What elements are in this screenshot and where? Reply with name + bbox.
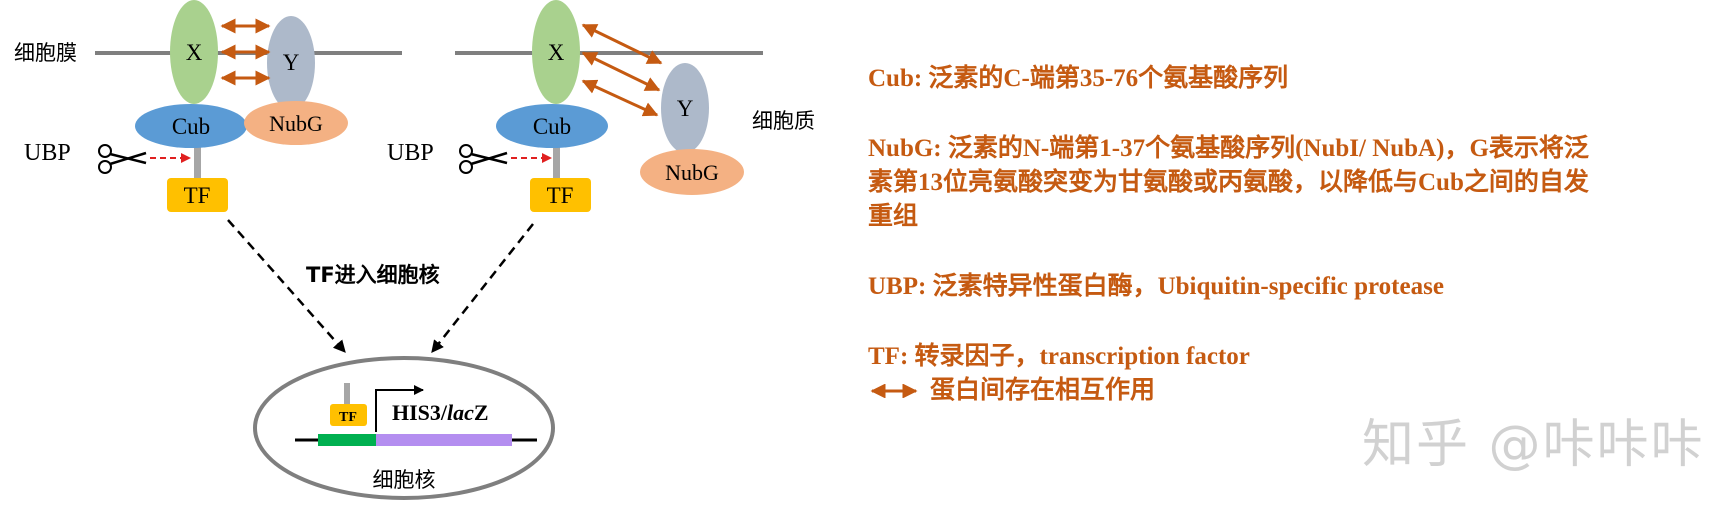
double-arrow-icon [870,384,918,398]
transcription-start-arrow [375,385,424,432]
left-ubp-label: UBP [24,140,71,166]
legend-ubp: UBP: 泛素特异性蛋白酶，Ubiquitin-specific proteas… [868,273,1444,300]
left-cub [135,104,247,148]
left-complex: X Y Cub NubG TF UBP [24,0,348,212]
left-y-protein [267,16,315,110]
left-x-protein [170,0,218,104]
left-nubg-label: NubG [269,111,323,136]
nucleus-tf-stalk [344,383,350,405]
right-y-protein [661,63,709,153]
nucleus-label: 细胞核 [373,468,436,492]
nucleus-tf-label: TF [339,410,357,425]
watermark: 知乎 @咔咔咔 [1362,415,1705,475]
reporter-gene-label: HIS3/lacZ [392,400,489,425]
right-complex: X Y Cub NubG TF UBP [387,0,744,212]
left-x-label: X [186,40,203,65]
tf-enter-label: TF进入细胞核 [306,263,440,287]
y2h-diagram: 细胞膜 X Y Cub NubG TF UBP [14,0,815,500]
left-y-label: Y [283,50,300,75]
right-tf-box [530,178,591,212]
right-interaction-arrow-2 [581,51,661,92]
left-tf-stalk [194,142,201,182]
left-tf-label: TF [184,183,211,208]
right-y-label: Y [677,96,694,121]
reporter-gene-segment [376,434,512,446]
nucleus: TF HIS3/lacZ 细胞核 [253,356,555,500]
legend-tf: TF: 转录因子，transcription factor [868,343,1250,370]
right-scissors-icon [459,144,508,174]
right-tf-label: TF [547,183,574,208]
right-tf-stalk [553,142,560,182]
left-scissors-icon [98,144,147,174]
legend: Cub: 泛素的C-端第35-76个氨基酸序列 NubG: 泛素的N-端第1-3… [868,62,1718,408]
right-cub [496,104,608,148]
right-x-protein [532,0,580,104]
promoter-segment [318,434,376,446]
right-nubg-label: NubG [665,160,719,185]
right-interaction-arrow-3 [581,79,659,117]
nucleus-tf-box [330,404,367,426]
membrane-label: 细胞膜 [14,41,77,65]
left-cub-label: Cub [172,114,210,139]
tf-path-right [431,223,534,353]
right-nubg [640,149,744,195]
right-ubp-label: UBP [387,140,434,166]
legend-interaction: 蛋白间存在相互作用 [930,377,1156,404]
legend-nubg-line3: 重组 [868,203,919,230]
left-nubg [244,101,348,145]
cytoplasm-label: 细胞质 [752,109,815,133]
legend-cub: Cub: 泛素的C-端第35-76个氨基酸序列 [868,65,1289,92]
legend-nubg-line2: 素第13位亮氨酸突变为甘氨酸或丙氨酸，以降低与Cub之间的自发 [868,169,1589,196]
nucleus-boundary [253,356,555,500]
right-x-label: X [548,40,565,65]
left-tf-box [167,178,228,212]
legend-interaction-row: 蛋白间存在相互作用 [868,374,1718,408]
right-cub-label: Cub [533,114,571,139]
legend-nubg-line1: NubG: 泛素的N-端第1-37个氨基酸序列(NubI/ NubA)，G表示将… [868,135,1589,162]
